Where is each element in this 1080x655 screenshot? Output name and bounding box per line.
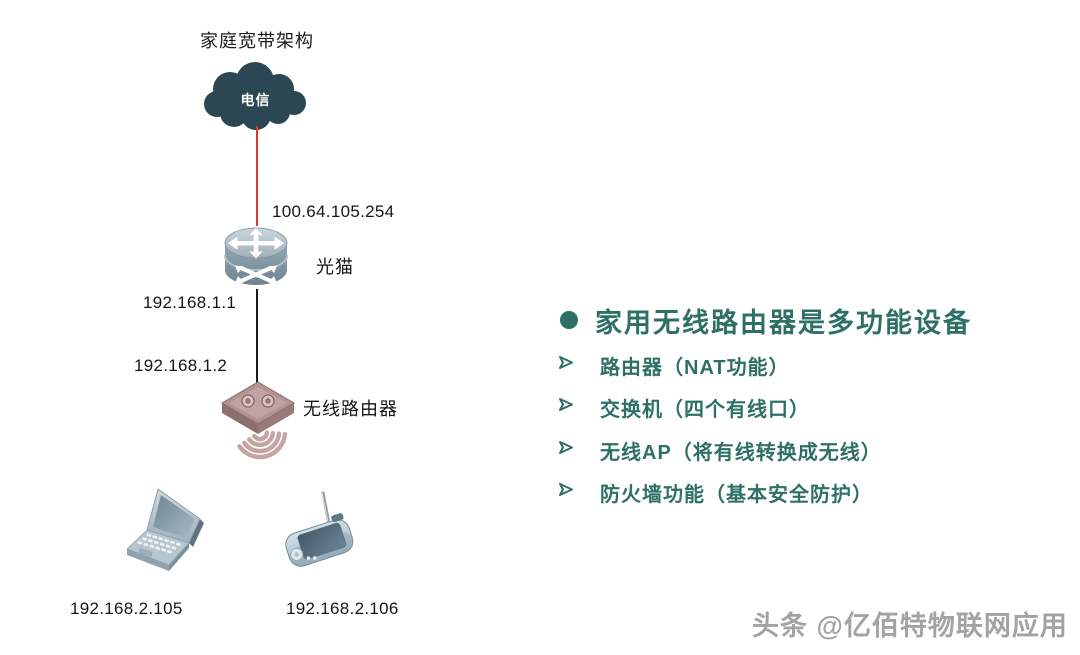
wireless-router-icon — [221, 381, 295, 460]
router-wan-ip: 192.168.1.2 — [134, 356, 228, 375]
pda-ip: 192.168.2.106 — [286, 599, 399, 618]
telecom-cloud-icon — [204, 62, 306, 130]
notes-heading: 家用无线路由器是多功能设备 — [595, 308, 972, 338]
note-item-router: 路由器（NAT功能） — [600, 357, 790, 379]
router-label: 无线路由器 — [303, 399, 398, 419]
arrow-bullet-icon — [559, 441, 573, 454]
lan-link-line — [256, 289, 258, 387]
heading-bullet — [560, 311, 578, 329]
arrow-bullet-icon — [559, 398, 573, 411]
diagram-title: 家庭宽带架构 — [200, 31, 314, 51]
note-item-switch: 交换机（四个有线口） — [600, 399, 810, 421]
optical-modem-icon — [224, 227, 288, 285]
note-item-firewall: 防火墙功能（基本安全防护） — [600, 484, 873, 506]
arrow-bullet-icon — [559, 356, 573, 369]
modem-label: 光猫 — [316, 257, 354, 277]
cloud-label: 电信 — [240, 92, 271, 108]
laptop-icon — [126, 488, 204, 571]
arrow-bullet-icon — [559, 483, 573, 496]
pda-icon — [285, 491, 354, 567]
modem-lan-ip: 192.168.1.1 — [143, 293, 237, 312]
watermark: 头条 @亿佰特物联网应用 — [752, 611, 1068, 641]
note-item-ap: 无线AP（将有线转换成无线） — [600, 442, 882, 464]
wan-ip: 100.64.105.254 — [272, 202, 395, 221]
wan-link-line — [256, 126, 258, 226]
laptop-ip: 192.168.2.105 — [70, 599, 183, 618]
